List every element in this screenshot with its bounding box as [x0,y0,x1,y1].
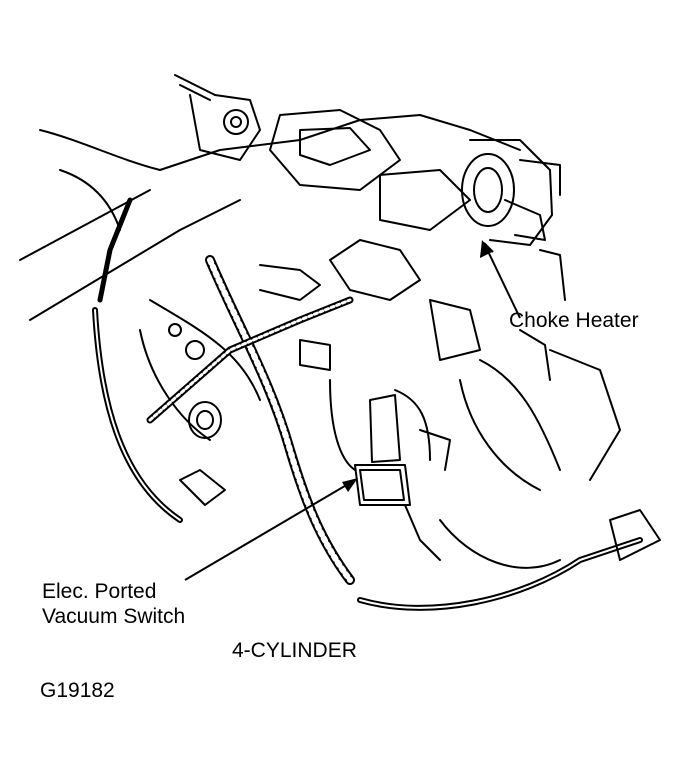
vacuum-switch-arrowhead [342,478,358,492]
choke-heater-arrowhead [480,240,492,258]
vacuum-switch-label-line2: Vacuum Switch [42,605,186,628]
figure-code-label: G19182 [40,679,115,702]
vacuum-switch-label: Elec. Ported Vacuum Switch [42,579,185,629]
misc-components [168,299,661,561]
engine-type-label: 4-CYLINDER [232,639,357,662]
vacuum-switch-leader [184,479,356,581]
vacuum-switch [329,379,441,561]
vacuum-switch-label-line1: Elec. Ported [42,580,157,603]
corrugated-harness [146,255,355,585]
choke-heater [461,139,566,301]
wiring-harness-right [357,349,643,611]
wiring-harness-left [92,197,261,523]
choke-heater-label: Choke Heater [509,309,639,332]
intake-manifold [19,74,521,321]
